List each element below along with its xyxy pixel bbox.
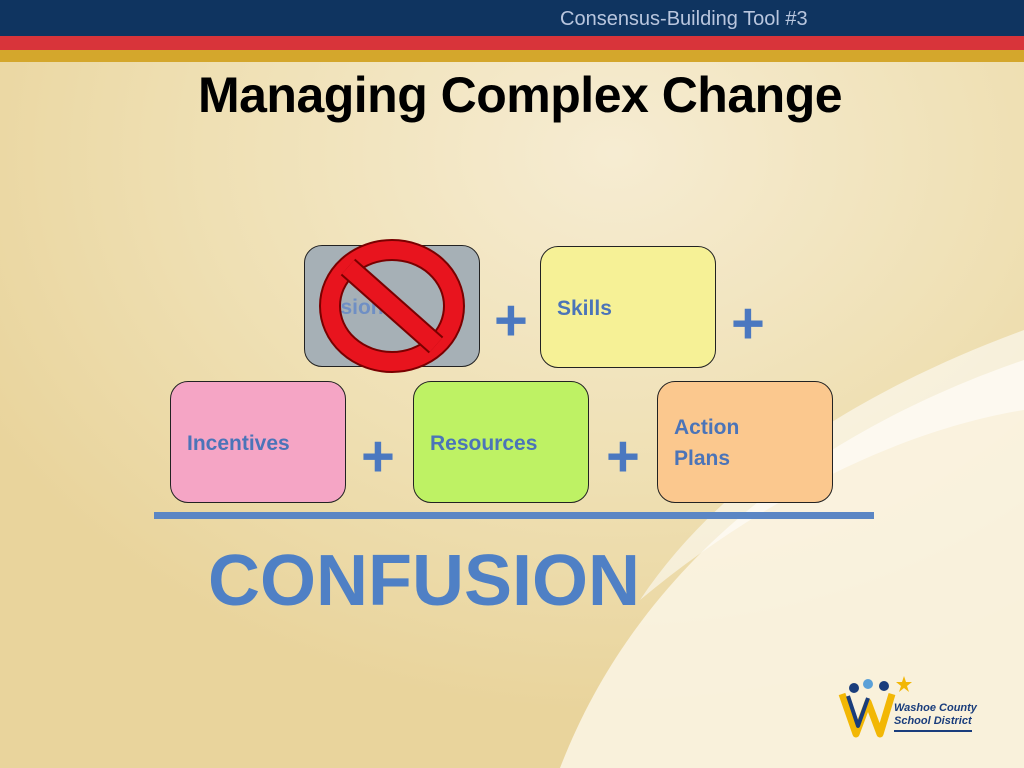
header-stripe-gold	[0, 50, 1024, 62]
skills-box: Skills	[540, 246, 716, 368]
slide-title: Managing Complex Change	[197, 67, 843, 123]
action-plans-label-line1: Action	[674, 416, 740, 439]
plus-sign: +	[606, 424, 640, 489]
prohibited-icon	[319, 239, 465, 373]
plus-sign: +	[731, 291, 765, 356]
incentives-label: Incentives	[187, 432, 290, 455]
sum-line	[154, 512, 874, 519]
header-tool-label: Consensus-Building Tool #3	[560, 8, 808, 30]
skills-label: Skills	[557, 297, 612, 320]
header-bar	[0, 0, 1024, 36]
logo-text: Washoe County School District	[894, 702, 977, 728]
header-stripe-red	[0, 36, 1024, 50]
resources-label: Resources	[430, 432, 538, 455]
result-confusion: CONFUSION	[208, 541, 640, 621]
washoe-logo-icon	[838, 676, 912, 738]
logo-underline	[894, 730, 972, 732]
plus-sign: +	[494, 288, 528, 353]
action-plans-box: Action Plans	[657, 381, 833, 503]
action-plans-label-line2: Plans	[674, 447, 731, 470]
logo-line-2: School District	[894, 715, 972, 727]
resources-box: Resources	[413, 381, 589, 503]
incentives-box: Incentives	[170, 381, 346, 503]
plus-sign: +	[361, 424, 395, 489]
logo-line-1: Washoe County	[894, 702, 977, 714]
